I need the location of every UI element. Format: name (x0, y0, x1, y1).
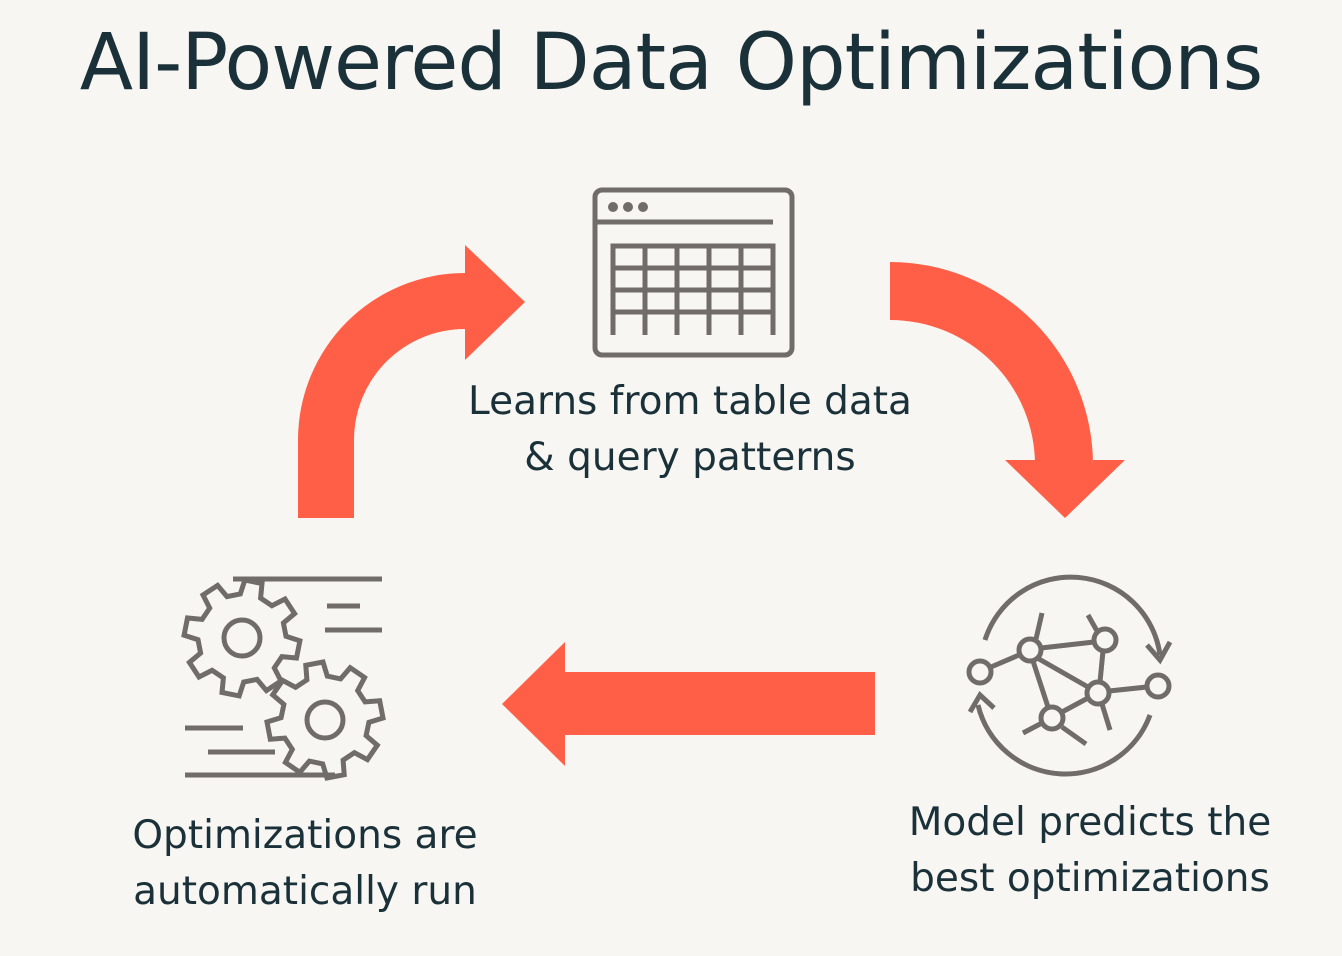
step-learn-line2: & query patterns (524, 435, 856, 480)
step-predict-line2: best optimizations (910, 856, 1270, 901)
network-cycle-icon (966, 574, 1173, 777)
step-run-label: Optimizations are automatically run (60, 808, 550, 920)
step-run-line2: automatically run (133, 869, 477, 914)
step-learn-line1: Learns from table data (468, 379, 912, 424)
step-predict-line1: Model predicts the (908, 800, 1272, 845)
step-run-line1: Optimizations are (132, 813, 478, 858)
page-title: AI-Powered Data Optimizations (79, 18, 1264, 108)
gears-icon (181, 576, 386, 781)
arrow-up-right (298, 245, 525, 518)
arrow-left (502, 642, 875, 766)
step-predict-label: Model predicts the best optimizations (840, 795, 1340, 907)
arrow-right-down (890, 262, 1125, 518)
step-learn-label: Learns from table data & query patterns (400, 374, 980, 486)
table-icon (592, 187, 795, 358)
